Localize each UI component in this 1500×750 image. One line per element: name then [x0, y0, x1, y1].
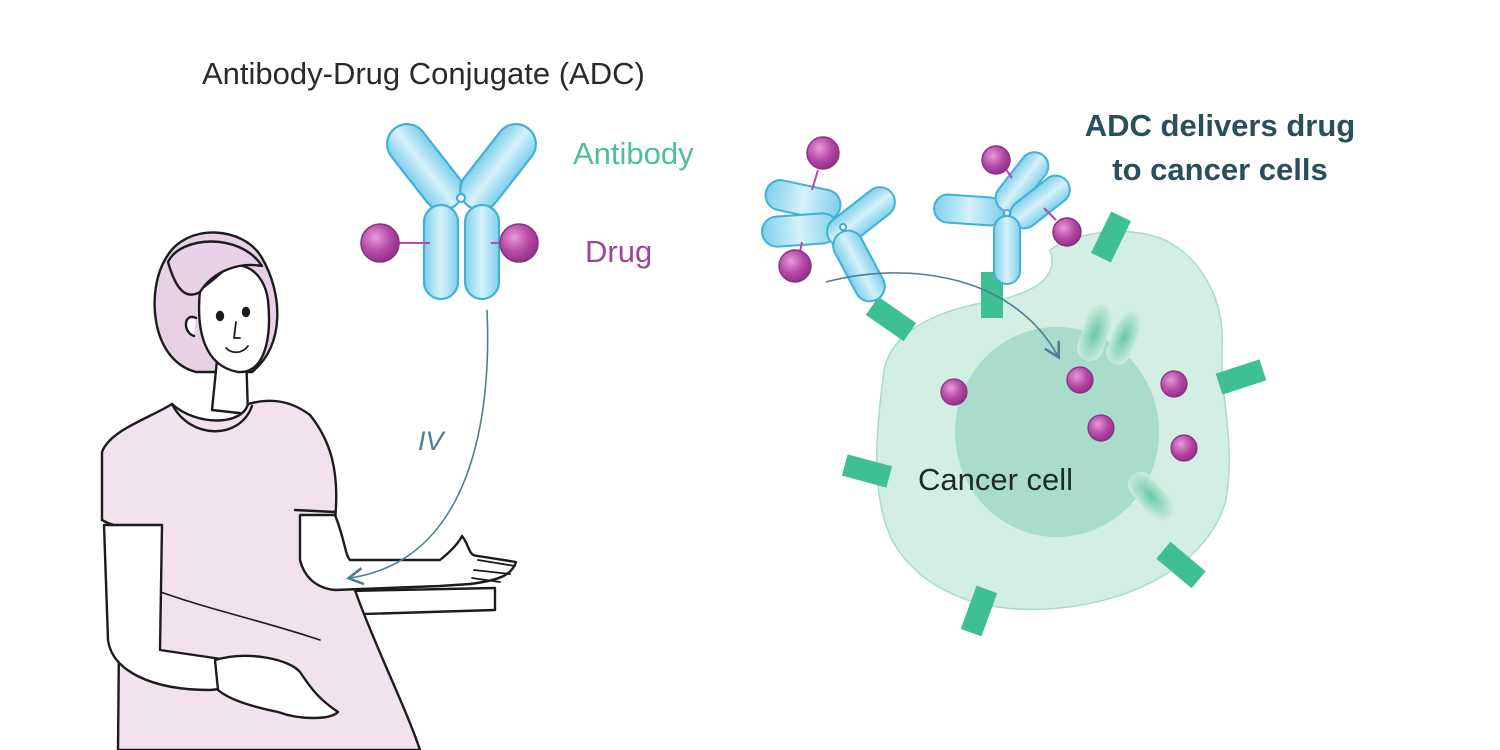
antibody-arm-right [459, 123, 537, 211]
nose [233, 321, 241, 339]
adc-drugs [778, 136, 840, 283]
drug-molecule [1160, 370, 1188, 398]
gown-fold [154, 589, 321, 641]
receptor [1156, 541, 1206, 589]
headline-line-2: to cancer cells [1112, 152, 1328, 187]
nucleus [955, 327, 1159, 537]
drug-molecules-legend [360, 223, 539, 263]
drug-molecule [1066, 366, 1094, 394]
receptor [981, 272, 1003, 318]
drug-molecule [360, 223, 400, 263]
antibody-label: Antibody [573, 136, 694, 171]
adc-molecule [933, 151, 1071, 285]
vesicle [1106, 311, 1142, 365]
cancer-cell [841, 211, 1267, 637]
antibody-diagram [386, 123, 537, 301]
mouth [225, 345, 249, 354]
antibody-stem-right [463, 203, 501, 301]
drug-molecule [806, 136, 840, 170]
hair-fringe [166, 240, 264, 296]
receptor [1091, 211, 1131, 263]
ear [184, 315, 198, 338]
drug-molecule [940, 378, 968, 406]
antibody-hinge [455, 192, 467, 204]
cancer-cell-label: Cancer cell [918, 462, 1074, 497]
receptor [865, 296, 917, 342]
patient-illustration [100, 231, 518, 750]
drug-molecule [981, 145, 1011, 175]
headline-line-1: ADC delivers drug [1084, 108, 1356, 143]
drug-molecule [499, 223, 539, 263]
drug-molecule [1170, 434, 1198, 462]
adc-drugs [981, 145, 1082, 247]
drug-molecule [1087, 414, 1115, 442]
released-drugs [940, 366, 1198, 462]
headline: ADC delivers drug to cancer cells [1030, 104, 1410, 192]
iv-label: IV [418, 426, 444, 456]
drug-molecule [778, 249, 812, 283]
receptor [960, 585, 998, 637]
hand-right-fingers [471, 559, 516, 583]
gown-collar [170, 402, 254, 433]
antibody-stem-left [422, 203, 460, 301]
adc-molecule [761, 179, 896, 303]
hand-left [213, 654, 340, 720]
receptor [841, 454, 893, 488]
eye-left [215, 310, 225, 322]
vesicle [1127, 471, 1175, 521]
vesicle [1077, 304, 1113, 362]
diagram-title: Antibody-Drug Conjugate (ADC) [202, 56, 645, 91]
internalization-arrow [825, 272, 1061, 360]
receptor [1215, 359, 1267, 395]
sleeve-right [293, 508, 337, 514]
antibody-arm-left [386, 123, 464, 211]
iv-arrow [345, 309, 489, 586]
drug-label: Drug [585, 234, 653, 269]
drug-molecule [1052, 217, 1082, 247]
eye-right [241, 306, 251, 318]
receptors [841, 211, 1267, 637]
